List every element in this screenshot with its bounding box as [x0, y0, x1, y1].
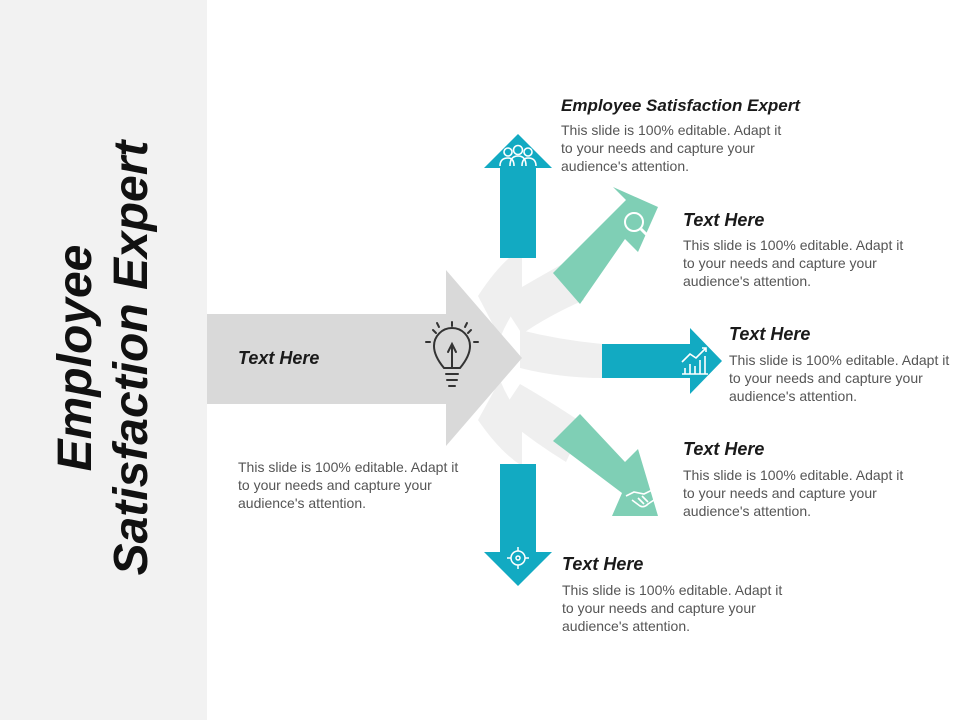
main-arrow [207, 270, 522, 446]
target-icon [507, 547, 529, 569]
item-5-description: This slide is 100% editable. Adapt it to… [562, 582, 783, 634]
item-1-title: Employee Satisfaction Expert [561, 96, 801, 115]
item-5-title: Text Here [562, 554, 644, 574]
item-3-description: This slide is 100% editable. Adapt it to… [729, 352, 950, 404]
item-2-description: This slide is 100% editable. Adapt it to… [683, 237, 904, 289]
arrow-up [484, 134, 552, 258]
handshake-icon [625, 489, 661, 508]
arrow-right [602, 328, 722, 394]
item-4-description: This slide is 100% editable. Adapt it to… [683, 467, 904, 519]
arrow-lower-right [553, 414, 658, 516]
magnifier-icon [624, 212, 654, 242]
arrow-upper-right [553, 187, 658, 304]
main-label: Text Here [238, 348, 320, 368]
item-2-title: Text Here [683, 210, 765, 230]
item-1-description: This slide is 100% editable. Adapt it to… [561, 122, 782, 174]
item-3-title: Text Here [729, 324, 811, 344]
lightbulb-icon [425, 321, 479, 387]
main-description: This slide is 100% editable. Adapt it to… [238, 459, 459, 511]
arrow-down [484, 464, 552, 586]
fan-connectors [478, 248, 602, 466]
item-4-title: Text Here [683, 439, 765, 459]
team-icon [499, 144, 537, 167]
side-panel [0, 0, 207, 720]
growth-chart-icon [681, 347, 708, 375]
